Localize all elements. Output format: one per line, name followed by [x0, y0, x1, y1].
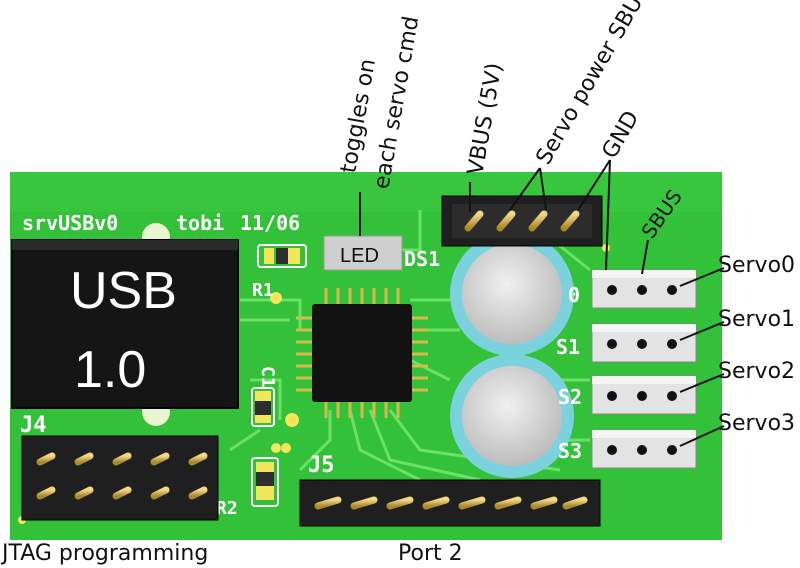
j4-label: J4: [20, 413, 47, 438]
usb-label-line1: USB: [70, 262, 177, 320]
ds1-label: DS1: [404, 247, 440, 271]
power-header: [442, 196, 602, 246]
r1-label: R1: [252, 280, 274, 301]
servo3-label: Servo3: [718, 411, 795, 436]
jtag-label: JTAG programming: [0, 541, 208, 566]
usb-label-line2: 1.0: [74, 341, 146, 399]
r2-label: R2: [216, 498, 238, 519]
electrolytic-capacitor-bottom: [450, 354, 574, 478]
s3-label: S3: [558, 439, 582, 463]
j5-label: J5: [308, 453, 335, 478]
vbus-label: VBUS (5V): [463, 61, 507, 177]
silkscreen-date: 11/06: [240, 211, 300, 235]
servo1-label: Servo1: [718, 307, 795, 332]
servo2-label: Servo2: [718, 359, 795, 384]
led-label: LED: [340, 245, 379, 267]
gnd-label: GND: [598, 107, 645, 163]
led-note-line2: each servo cmd: [369, 14, 424, 191]
usb-connector: USB 1.0: [12, 240, 238, 408]
servo-power-label: Servo power SBUS: [532, 0, 656, 169]
silkscreen-title: srvUSBv0: [22, 211, 118, 235]
microcontroller-chip: [296, 288, 428, 418]
s0-label: 0: [568, 283, 580, 307]
servo0-label: Servo0: [718, 253, 795, 278]
silkscreen-author: tobi: [176, 211, 224, 235]
port2-label: Port 2: [398, 541, 463, 566]
s2-label: S2: [558, 385, 582, 409]
c1-label: C1: [257, 366, 278, 388]
s1-label: S1: [556, 335, 580, 359]
